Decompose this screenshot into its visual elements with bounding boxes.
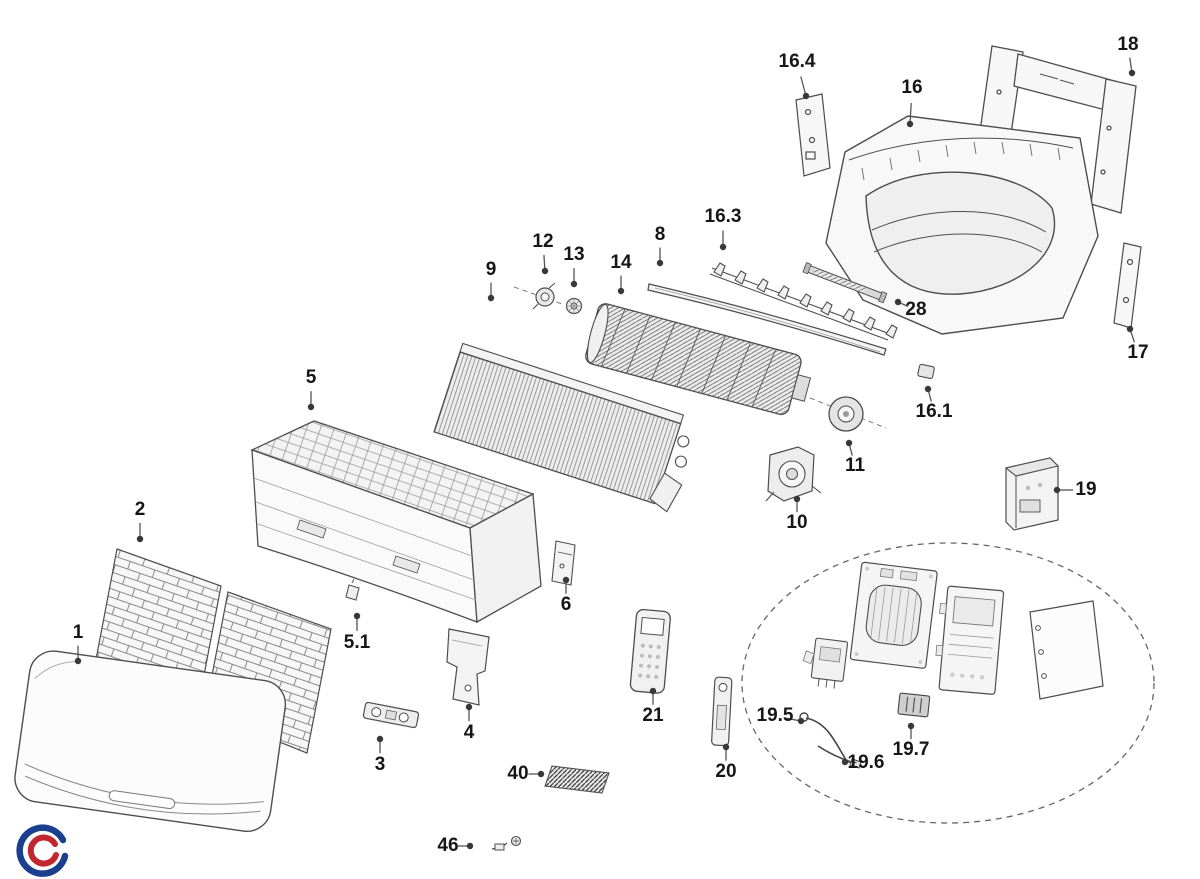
louver-blade-part [647, 283, 887, 356]
part-label-19: 19 [1075, 479, 1097, 500]
part-label-16.1: 16.1 [915, 401, 953, 422]
leader-dot-19.6 [841, 758, 849, 766]
leader-dot-4 [465, 703, 473, 711]
part-label-5.1: 5.1 [343, 632, 371, 653]
leader-dot-12 [541, 267, 549, 275]
remote-control-part [629, 608, 671, 694]
part-label-19.5: 19.5 [756, 705, 794, 726]
bottom-bracket-part [362, 701, 420, 729]
louver-clip-rail-part [709, 262, 898, 341]
sticker-part [544, 765, 610, 794]
leader-dot-13 [570, 280, 578, 288]
leader-dot-5.1 [353, 612, 361, 620]
part-label-8: 8 [654, 224, 666, 245]
cap-part [917, 363, 935, 380]
part-label-19.6: 19.6 [847, 752, 885, 773]
part-label-18: 18 [1117, 34, 1139, 55]
leader-dot-8 [656, 259, 664, 267]
side-cover-part [446, 628, 490, 706]
part-label-19.7: 19.7 [892, 739, 930, 760]
part-label-21: 21 [642, 705, 664, 726]
part-label-10: 10 [786, 512, 808, 533]
part-label-17: 17 [1127, 342, 1149, 363]
fan-motor-part [828, 396, 864, 432]
part-label-40: 40 [507, 763, 529, 784]
part-label-2: 2 [134, 499, 146, 520]
leader-line-16 [909, 102, 912, 125]
leader-dot-2 [136, 535, 144, 543]
electrical-box-part [1004, 457, 1060, 531]
leader-dot-16 [906, 120, 914, 128]
part-label-16.4: 16.4 [778, 51, 816, 72]
sensor-wire-part [799, 712, 847, 761]
part-label-14: 14 [610, 252, 632, 273]
leader-line-16.4 [800, 76, 807, 97]
rear-housing-part [825, 115, 1099, 335]
part-label-46: 46 [437, 835, 459, 856]
leader-dot-16.4 [802, 92, 810, 100]
leader-dot-17 [1126, 325, 1134, 333]
relay-part [802, 637, 849, 689]
part-label-11: 11 [844, 455, 866, 476]
leader-dot-6 [562, 576, 570, 584]
leader-dot-19.5 [797, 717, 805, 725]
brand-logo [16, 824, 69, 877]
leader-dot-5 [307, 403, 315, 411]
main-pcb-part [849, 561, 938, 669]
support-bracket-part [551, 540, 576, 586]
power-module-part [935, 585, 1005, 695]
part-label-16: 16 [901, 77, 923, 98]
leader-dot-10 [793, 495, 801, 503]
motor-mount-part [765, 446, 822, 502]
part-label-20: 20 [715, 761, 737, 782]
part-label-9: 9 [485, 259, 497, 280]
part-label-13: 13 [563, 244, 585, 265]
main-frame-part [250, 420, 542, 624]
cover-plate-part [1029, 600, 1104, 700]
leader-dot-40 [537, 770, 545, 778]
leader-lines [74, 57, 1136, 850]
part-label-4: 4 [463, 722, 475, 743]
part-label-12: 12 [532, 231, 554, 252]
electronics-group [741, 542, 1155, 824]
part-label-5: 5 [305, 367, 317, 388]
evaporator-part [433, 342, 690, 513]
terminal-block-part [897, 692, 931, 718]
cross-flow-fan-part [585, 303, 812, 416]
screw-clamp-part [491, 835, 522, 851]
bracket-16-4-part [795, 93, 831, 177]
bearing-holder-part [532, 282, 556, 310]
leader-dot-16.3 [719, 243, 727, 251]
leader-dot-1 [74, 657, 82, 665]
leader-dot-28 [894, 298, 902, 306]
frame-clip-part [345, 578, 360, 601]
leader-dot-9 [487, 294, 495, 302]
leader-dot-11 [845, 439, 853, 447]
leader-dot-19 [1053, 486, 1061, 494]
part-20-shape [711, 676, 733, 747]
part-label-1: 1 [72, 622, 84, 643]
fan-bearing-part [565, 297, 583, 315]
louver-shaft-part [802, 262, 888, 304]
leader-dot-20 [722, 743, 730, 751]
leader-dot-21 [649, 687, 657, 695]
front-panel-part [14, 650, 287, 833]
leader-dot-3 [376, 735, 384, 743]
side-bracket-part [1113, 242, 1142, 329]
part-label-6: 6 [560, 594, 572, 615]
leader-dot-19.7 [907, 722, 915, 730]
leader-dot-18 [1128, 69, 1136, 77]
leader-dot-16.1 [924, 385, 932, 393]
part-label-16.3: 16.3 [704, 206, 742, 227]
part-label-3: 3 [374, 754, 386, 775]
leader-dot-46 [466, 842, 474, 850]
leader-dot-14 [617, 287, 625, 295]
part-label-28: 28 [905, 299, 927, 320]
